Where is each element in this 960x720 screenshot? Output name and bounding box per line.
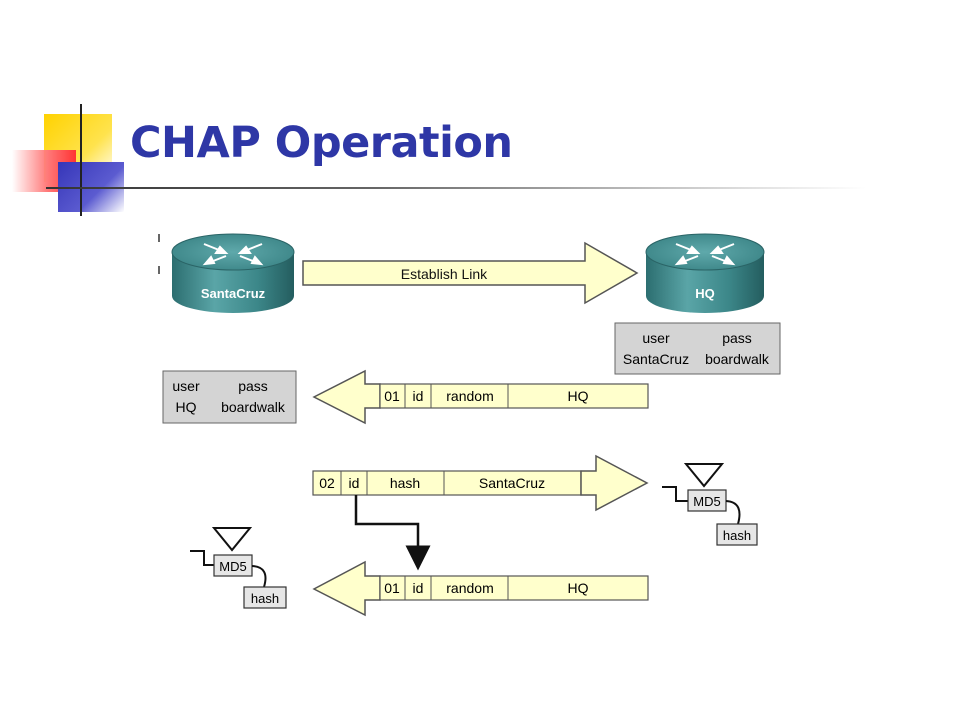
- bullet-mark: [158, 234, 160, 242]
- table-header-user: user: [642, 330, 670, 346]
- md5-output: hash: [723, 528, 751, 543]
- md5-hash-right: MD5 hash: [662, 463, 758, 546]
- router-hq: HQ: [645, 233, 765, 313]
- table-header-user: user: [172, 378, 200, 394]
- response-packet: 02 id hash SantaCruz: [312, 454, 649, 512]
- packet-id: id: [349, 475, 360, 491]
- table-cell-user: SantaCruz: [623, 351, 689, 367]
- decor-horizontal-line: [46, 187, 866, 189]
- md5-label: MD5: [219, 559, 246, 574]
- packet-data: random: [446, 388, 493, 404]
- santacruz-credentials-table: user pass HQ boardwalk: [162, 370, 297, 424]
- packet-code: 01: [384, 580, 400, 596]
- packet-name: HQ: [568, 388, 589, 404]
- table-cell-pass: boardwalk: [221, 399, 286, 415]
- establish-link-label: Establish Link: [401, 266, 488, 282]
- bottom-packet: 01 id random HQ: [312, 560, 649, 617]
- router-santacruz-label: SantaCruz: [201, 286, 266, 301]
- router-arrows-icon: [674, 243, 736, 266]
- packet-name: HQ: [568, 580, 589, 596]
- md5-output: hash: [251, 591, 279, 606]
- bullet-mark: [158, 266, 160, 274]
- table-header-pass: pass: [238, 378, 268, 394]
- table-cell-user: HQ: [176, 399, 197, 415]
- packet-data: random: [446, 580, 493, 596]
- md5-label: MD5: [693, 494, 720, 509]
- slide-decoration: [0, 0, 866, 220]
- table-cell-pass: boardwalk: [705, 351, 770, 367]
- packet-code: 02: [319, 475, 335, 491]
- router-arrows-icon: [202, 243, 264, 266]
- decor-vertical-line: [80, 104, 82, 216]
- router-santacruz: SantaCruz: [171, 233, 295, 313]
- table-header-pass: pass: [722, 330, 752, 346]
- hq-credentials-table: user pass SantaCruz boardwalk: [614, 322, 781, 375]
- packet-name: SantaCruz: [479, 475, 545, 491]
- packet-id: id: [413, 388, 424, 404]
- router-hq-label: HQ: [695, 286, 715, 301]
- packet-id: id: [413, 580, 424, 596]
- establish-link-arrow: Establish Link: [302, 241, 639, 305]
- slide-title: CHAP Operation: [130, 118, 513, 168]
- md5-hash-left: MD5 hash: [190, 527, 287, 609]
- challenge-packet: 01 id random HQ: [312, 369, 649, 425]
- id-flow-connector: [354, 495, 431, 571]
- packet-data: hash: [390, 475, 420, 491]
- packet-code: 01: [384, 388, 400, 404]
